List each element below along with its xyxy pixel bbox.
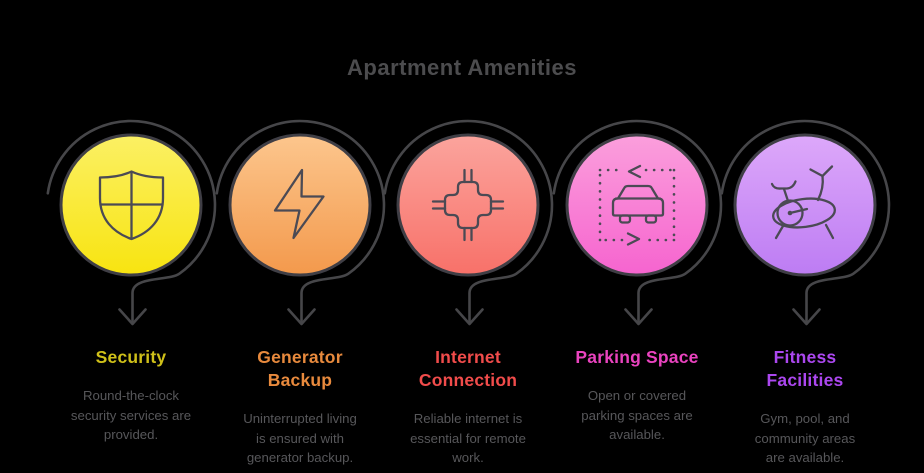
- amenity-description: Uninterrupted living is ensured with gen…: [243, 411, 357, 465]
- amenity-graphic-generator-backup: [215, 119, 386, 326]
- amenity-item-parking-space: Parking Space Open or covered parking sp…: [547, 346, 727, 445]
- lightning-bolt-icon: [273, 168, 325, 240]
- connector-arc: [720, 119, 891, 325]
- arrow-down-icon: [118, 308, 147, 326]
- amenity-circle: [228, 133, 372, 277]
- amenity-item-fitness-facilities: Fitness Facilities Gym, pool, and commun…: [715, 346, 895, 468]
- car-in-dotted-frame-icon: [598, 164, 676, 246]
- page-title: Apartment Amenities: [347, 55, 577, 80]
- amenity-circle: [565, 133, 709, 277]
- arrow-down-icon: [287, 308, 316, 326]
- amenity-graphic-security: [46, 119, 217, 326]
- amenity-heading: Security: [95, 347, 167, 367]
- amenity-heading: Generator Backup: [257, 347, 343, 390]
- connector-arc: [46, 119, 217, 325]
- amenity-description: Round-the-clock security services are pr…: [70, 388, 192, 442]
- arrow-down-icon: [624, 308, 653, 326]
- amenity-heading: Parking Space: [575, 347, 699, 367]
- exercise-bike-icon: [770, 165, 836, 240]
- amenity-circle: [396, 133, 540, 277]
- amenity-description: Open or covered parking spaces are avail…: [581, 388, 693, 442]
- amenity-heading: Internet Connection: [418, 347, 518, 390]
- amenity-description: Reliable internet is essential for remot…: [410, 411, 526, 465]
- amenity-description: Gym, pool, and community areas are avail…: [754, 411, 856, 465]
- amenity-item-generator-backup: Generator Backup Uninterrupted living is…: [210, 346, 390, 468]
- amenity-circle: [733, 133, 877, 277]
- connector-arc: [215, 119, 386, 325]
- shield-icon: [98, 170, 165, 241]
- amenity-item-internet-connection: Internet Connection Reliable internet is…: [378, 346, 558, 468]
- arrow-down-icon: [792, 308, 821, 326]
- amenity-heading: Fitness Facilities: [766, 347, 844, 390]
- amenity-item-security: Security Round-the-clock security servic…: [41, 346, 221, 445]
- amenity-graphic-internet-connection: [383, 119, 554, 326]
- connector-arc: [383, 119, 554, 325]
- connector-arc: [552, 119, 723, 325]
- amenity-graphic-fitness-facilities: [720, 119, 891, 326]
- amenity-graphic-parking-space: [552, 119, 723, 326]
- arrow-down-icon: [455, 308, 484, 326]
- circuit-chip-icon: [431, 168, 505, 242]
